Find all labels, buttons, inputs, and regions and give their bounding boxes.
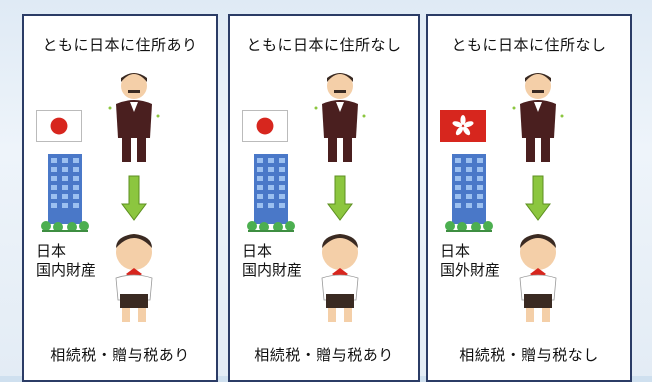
- asset-label: 日本 国内財産: [242, 242, 302, 280]
- child-figure-icon: [519, 234, 557, 322]
- panel-1: ともに日本に住所あり: [22, 14, 218, 382]
- building-icon: [247, 154, 295, 232]
- tax-result: 相続税・贈与税なし: [459, 346, 599, 364]
- panel-heading: ともに日本に住所なし: [246, 36, 402, 54]
- hong-kong-flag-icon: [440, 110, 486, 142]
- asset-type: 国外財産: [440, 261, 501, 279]
- japan-flag-icon: [36, 110, 82, 142]
- asset-type: 国内財産: [242, 261, 303, 279]
- asset-label: 日本 国内財産: [36, 242, 96, 280]
- asset-country: 日本: [242, 242, 273, 260]
- panel-heading: ともに日本に住所あり: [42, 36, 198, 54]
- panel-heading: ともに日本に住所なし: [451, 36, 607, 54]
- parent-figure-icon: [512, 73, 564, 162]
- arrow-down-icon: [525, 175, 551, 221]
- asset-country: 日本: [440, 242, 471, 260]
- asset-label: 日本 国外財産: [440, 242, 500, 280]
- child-figure-icon: [321, 234, 359, 322]
- japan-flag-icon: [242, 110, 288, 142]
- parent-figure-icon: [314, 73, 366, 162]
- arrow-down-icon: [121, 175, 147, 221]
- building-icon: [41, 154, 89, 232]
- panel-2: ともに日本に住所なし: [228, 14, 420, 382]
- child-figure-icon: [115, 234, 153, 322]
- asset-country: 日本: [36, 242, 67, 260]
- asset-type: 国内財産: [36, 261, 97, 279]
- parent-figure-icon: [108, 73, 160, 162]
- building-icon: [445, 154, 493, 232]
- arrow-down-icon: [327, 175, 353, 221]
- panel-3: ともに日本に住所なし: [426, 14, 632, 382]
- tax-result: 相続税・贈与税あり: [50, 346, 190, 364]
- tax-result: 相続税・贈与税あり: [254, 346, 394, 364]
